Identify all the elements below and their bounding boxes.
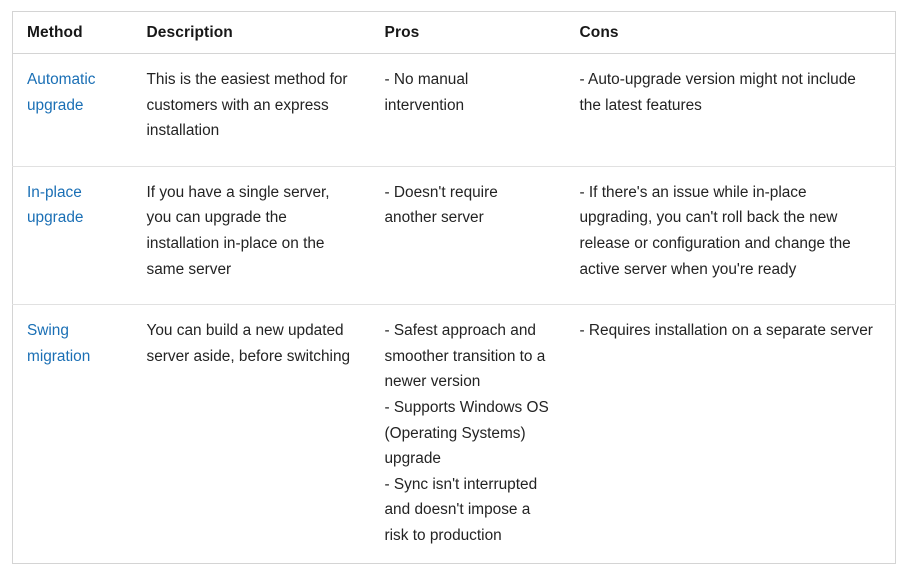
column-header-method: Method	[12, 11, 133, 54]
description-text: If you have a single server, you can upg…	[146, 183, 330, 278]
table-row: Swing migration You can build a new upda…	[13, 305, 896, 563]
cell-description: You can build a new updated server aside…	[133, 305, 371, 563]
description-text: You can build a new updated server aside…	[146, 322, 351, 365]
cell-cons: - Requires installation on a separate se…	[566, 305, 896, 563]
cell-pros: - Doesn't require another server	[370, 166, 566, 306]
table-row: Automatic upgrade This is the easiest me…	[12, 53, 896, 167]
cell-cons: - Auto-upgrade version might not include…	[565, 53, 896, 167]
cell-pros: - Safest approach and smoother transitio…	[371, 305, 566, 563]
link-in-place-upgrade[interactable]: In-place upgrade	[27, 183, 84, 227]
cell-method: Automatic upgrade	[12, 53, 133, 167]
cell-method: In-place upgrade	[12, 166, 133, 306]
cell-description: If you have a single server, you can upg…	[132, 166, 371, 306]
upgrade-methods-table: Method Description Pros Cons Automatic u…	[12, 11, 896, 564]
cons-text: - Requires installation on a separate se…	[579, 322, 873, 340]
column-header-description: Description	[132, 11, 371, 54]
cell-pros: - No manual intervention	[370, 53, 566, 167]
link-automatic-upgrade[interactable]: Automatic upgrade	[27, 71, 96, 114]
table-header: Method Description Pros Cons	[12, 11, 896, 54]
table-header-row: Method Description Pros Cons	[12, 11, 896, 54]
table-container: Method Description Pros Cons Automatic u…	[12, 11, 896, 564]
column-header-cons: Cons	[565, 11, 896, 54]
column-header-pros: Pros	[370, 11, 566, 54]
pros-text: - Doesn't require another server	[384, 183, 498, 227]
pros-text: - No manual intervention	[384, 71, 469, 114]
description-text: This is the easiest method for customers…	[146, 71, 348, 140]
cons-text: - Auto-upgrade version might not include…	[579, 71, 856, 114]
link-swing-migration[interactable]: Swing migration	[27, 322, 91, 365]
cell-cons: - If there's an issue while in-place upg…	[565, 166, 896, 306]
table-body: Automatic upgrade This is the easiest me…	[12, 53, 896, 564]
cons-text: - If there's an issue while in-place upg…	[579, 183, 851, 278]
cell-method: Swing migration	[13, 305, 133, 563]
table-row: In-place upgrade If you have a single se…	[12, 166, 896, 306]
cell-description: This is the easiest method for customers…	[132, 53, 371, 167]
pros-text: - Safest approach and smoother transitio…	[384, 322, 549, 544]
